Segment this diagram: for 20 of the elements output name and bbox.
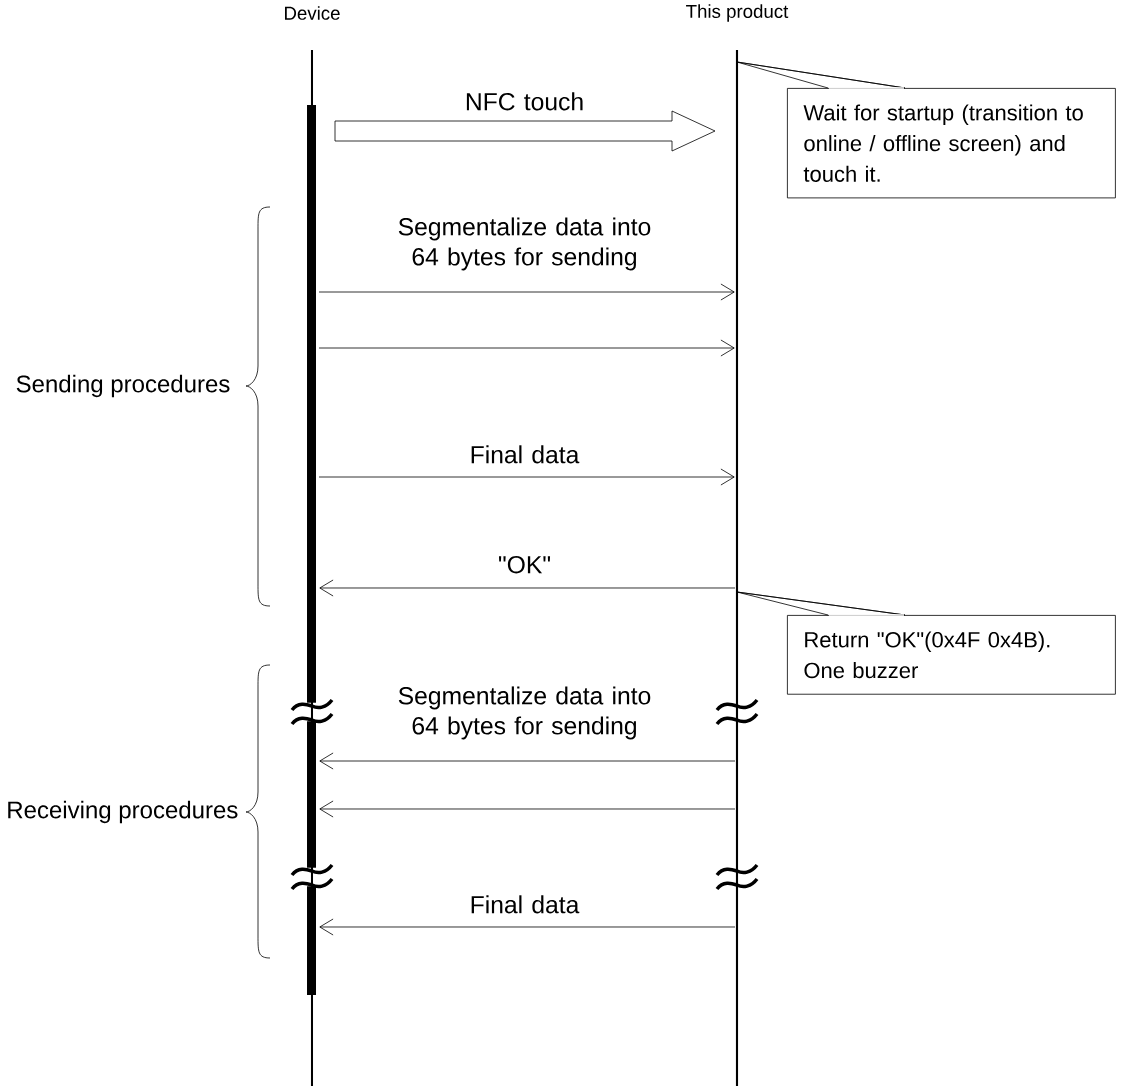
- message-arrow: [319, 579, 736, 597]
- lifeline-label: Device: [285, 6, 340, 20]
- lifeline-label: This product: [686, 4, 789, 22]
- message-arrow: [319, 752, 736, 770]
- message-arrow: [318, 339, 735, 357]
- message-label: Segmentalize data into 64 bytes for sending: [398, 217, 651, 271]
- message-arrow: [318, 468, 735, 486]
- note-box: Wait for startup (transition to online / offline screen) and touch it.: [787, 88, 1116, 199]
- message-label: Final data: [471, 445, 580, 464]
- message-label: Segmentalize data into 64 bytes for sending: [398, 686, 651, 740]
- message-label: "OK": [498, 555, 551, 574]
- message-arrow: [319, 918, 736, 936]
- note-box: Return "OK"(0x4F 0x4B). One buzzer: [787, 615, 1116, 695]
- message-label: NFC touch: [466, 92, 583, 111]
- message-arrow: [319, 800, 736, 818]
- block-arrow: [334, 110, 716, 152]
- procedure-label: Receiving procedures: [8, 800, 238, 824]
- message-label: Final data: [471, 895, 580, 914]
- procedure-label: Sending procedures: [16, 374, 230, 398]
- message-arrow: [318, 283, 735, 301]
